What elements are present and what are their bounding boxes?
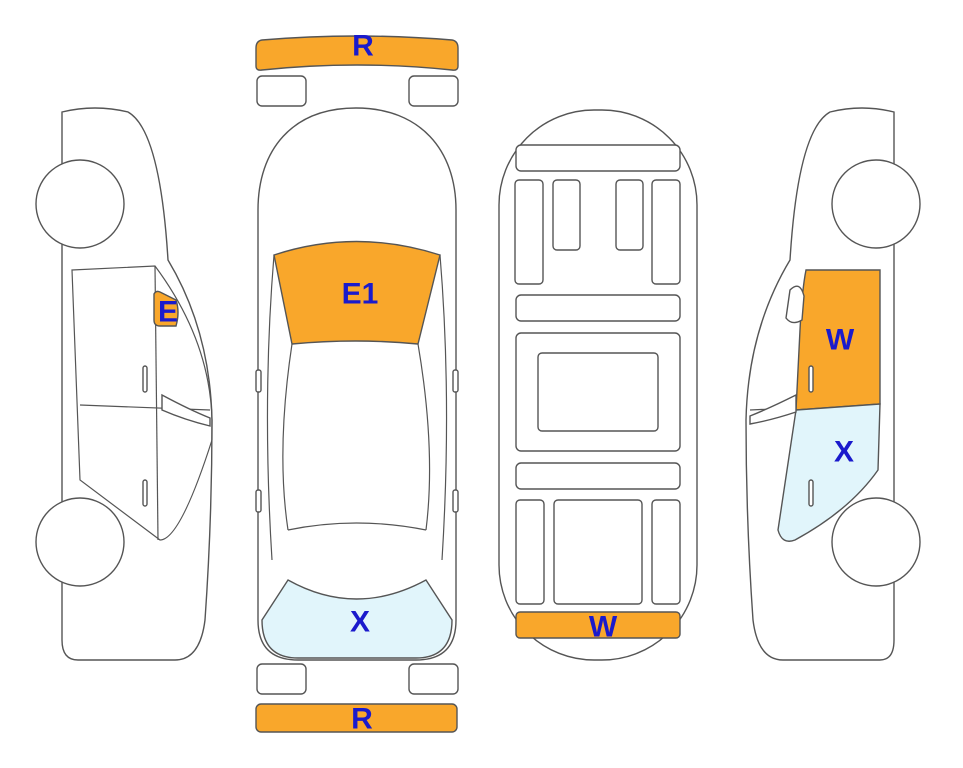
top-left-pillar <box>282 343 293 531</box>
top-left-mirror <box>255 369 262 393</box>
rear-bumper-label: R <box>351 703 373 736</box>
left-side-rear-wheel[interactable] <box>35 497 125 587</box>
front-bumper-group: R <box>255 30 459 107</box>
top-roof-rear-edge <box>287 522 427 531</box>
rear-left-taillight[interactable] <box>256 663 307 695</box>
interior-rear-right-door[interactable] <box>651 499 681 605</box>
right-side-view: W X <box>745 107 921 661</box>
front-right-headlight[interactable] <box>408 75 459 107</box>
rear-bumper-group: R <box>255 663 459 736</box>
left-side-front-handle <box>142 365 148 393</box>
interior-rear-seat[interactable] <box>553 499 643 605</box>
interior-rear-panel[interactable] <box>515 611 681 639</box>
interior-front-right-seat[interactable] <box>615 179 644 251</box>
top-view: E1 X <box>255 107 459 661</box>
interior-dashboard[interactable] <box>515 144 681 172</box>
top-right-pillar <box>417 343 431 531</box>
right-side-rear-handle <box>808 479 814 507</box>
right-side-front-handle <box>808 365 814 393</box>
left-side-rear-handle <box>142 479 148 507</box>
left-side-window-label: E <box>158 296 178 329</box>
right-side-quarter-glass <box>785 285 805 324</box>
interior-front-left-door[interactable] <box>514 179 544 285</box>
top-left-handle <box>255 489 262 513</box>
top-left-side-line <box>266 254 275 561</box>
top-view-body[interactable] <box>257 107 457 661</box>
top-right-mirror <box>452 369 459 393</box>
interior-front-right-door[interactable] <box>651 179 681 285</box>
right-side-rear-wheel[interactable] <box>831 497 921 587</box>
rear-window-label: X <box>350 606 370 639</box>
right-side-front-wheel[interactable] <box>831 159 921 249</box>
left-side-window[interactable] <box>153 290 179 327</box>
front-bumper[interactable] <box>255 35 459 71</box>
interior-rear-label: W <box>589 611 618 644</box>
right-side-mirror <box>749 393 797 425</box>
interior-front-floor[interactable] <box>515 294 681 322</box>
front-bumper-label: R <box>352 30 374 63</box>
rear-bumper[interactable] <box>255 703 458 733</box>
left-side-mirror <box>161 393 211 427</box>
front-left-headlight[interactable] <box>256 75 307 107</box>
rear-right-taillight[interactable] <box>408 663 459 695</box>
interior-front-left-seat[interactable] <box>552 179 581 251</box>
right-side-rear-window-label: X <box>834 436 854 469</box>
interior-rear-floor[interactable] <box>515 462 681 490</box>
rear-window[interactable] <box>261 579 453 659</box>
top-right-side-line <box>439 254 448 561</box>
top-right-handle <box>452 489 459 513</box>
left-side-cabin <box>71 265 213 541</box>
interior-rear-left-door[interactable] <box>515 499 545 605</box>
interior-center-console[interactable] <box>537 352 659 432</box>
interior-view: W <box>498 109 698 661</box>
right-side-rear-window[interactable] <box>777 403 881 542</box>
windshield-label: E1 <box>342 278 379 311</box>
right-side-front-window-label: W <box>826 324 855 357</box>
left-side-front-wheel[interactable] <box>35 159 125 249</box>
left-side-view: E <box>35 107 213 661</box>
